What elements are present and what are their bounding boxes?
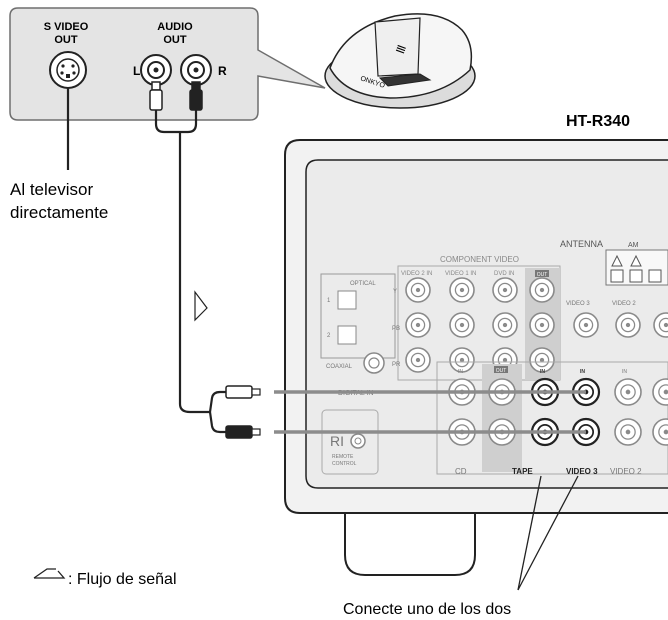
component-jack [405,312,431,338]
component-jack [449,312,475,338]
signal-flow-arrow-icon [194,290,208,322]
svideo-jack [49,51,87,89]
signal-flow-legend: : Flujo de señal [33,568,177,588]
am-label: AM [628,242,639,249]
component-jack [492,312,518,338]
video3-label: VIDEO 3 [566,467,598,476]
connect-note-text: Conecte uno de los dos [343,601,511,618]
pr-label: PR [392,362,401,368]
receiver-model-name: HT-R340 [566,113,630,130]
remote-control-port: RI REMOTE CONTROL [321,409,379,475]
audio-cable [154,110,226,434]
audio-out-label-2: OUT [163,34,187,46]
ri-label: RI [330,433,344,449]
video3-in-label: IN [580,369,585,375]
pb-label: PB [392,326,400,332]
svideo-out-label-2: OUT [54,34,78,46]
antenna-terminals [605,249,668,286]
video-composite-jacks [573,312,668,338]
receiver-rear-panel: ANTENNA AM OPTICAL 1 2 COAXIAL DIGITAL I… [284,139,668,576]
optical-label: OPTICAL [350,281,376,287]
audio-jack-right [180,54,212,86]
optical-1-label: 1 [327,298,331,304]
audio-jack [652,378,668,406]
component-out-tag: OUT [537,272,548,278]
video2-label: VIDEO 2 [610,467,642,476]
audio-jack [652,418,668,446]
dock-rear-panel: S VIDEO OUT AUDIO OUT L R [9,7,326,121]
tv-direct-line2: directamente [10,203,108,222]
component-jacks [405,277,555,373]
cd-in-label: IN [458,369,463,375]
video2-in-label: VIDEO 2 IN [401,271,432,277]
y-label: Y [393,289,397,295]
tape-out-tag: OUT [496,368,507,374]
tv-direct-label: Al televisor directamente [10,88,108,222]
dock-logo-mark: ||| [394,44,406,55]
audio-plug-black-bottom [225,425,261,439]
optical-2-label: 2 [327,333,331,339]
connect-note: Conecte uno de los dos [343,475,579,618]
video3-top-label: VIDEO 3 [566,301,590,307]
component-jack [529,312,555,338]
tape-label: TAPE [512,467,533,476]
right-channel-label: R [218,64,227,78]
component-jack [449,347,475,373]
component-jack [449,277,475,303]
composite-jack [653,312,668,338]
audio-jack [614,418,642,446]
audio-plug-black-top [189,81,203,111]
component-video-section: COMPONENT VIDEO VIDEO 2 IN VIDEO 1 IN DV… [392,255,561,381]
component-jack [405,277,431,303]
component-jack [529,347,555,373]
video2-top-label: VIDEO 2 [612,301,636,307]
tv-direct-line1: Al televisor [10,180,93,199]
video2-in-label-bottom: IN [622,369,627,375]
left-channel-label: L [133,64,140,78]
video1-in-label: VIDEO 1 IN [445,271,476,277]
dock-device: ||| ONKYO [324,13,476,109]
audio-plug-white-bottom [225,385,261,399]
composite-jack [615,312,641,338]
legend-text: : Flujo de señal [68,571,177,588]
connection-lines [274,390,586,434]
audio-jack [614,378,642,406]
component-jack [529,277,555,303]
composite-jack [573,312,599,338]
remote-control-label-1: REMOTE [332,454,354,460]
component-jack [405,347,431,373]
component-jack [492,277,518,303]
antenna-label: ANTENNA [560,239,603,249]
cd-label: CD [455,467,467,476]
dvd-in-label: DVD IN [494,271,514,277]
svideo-out-label: S VIDEO [44,21,89,33]
component-video-label: COMPONENT VIDEO [440,255,519,264]
audio-jack-left [140,54,172,86]
audio-plug-white-top [149,81,163,111]
coaxial-label: COAXIAL [326,364,353,370]
audio-out-label: AUDIO [157,21,193,33]
tape-in-label: IN [540,369,545,375]
remote-control-label-2: CONTROL [332,461,357,467]
